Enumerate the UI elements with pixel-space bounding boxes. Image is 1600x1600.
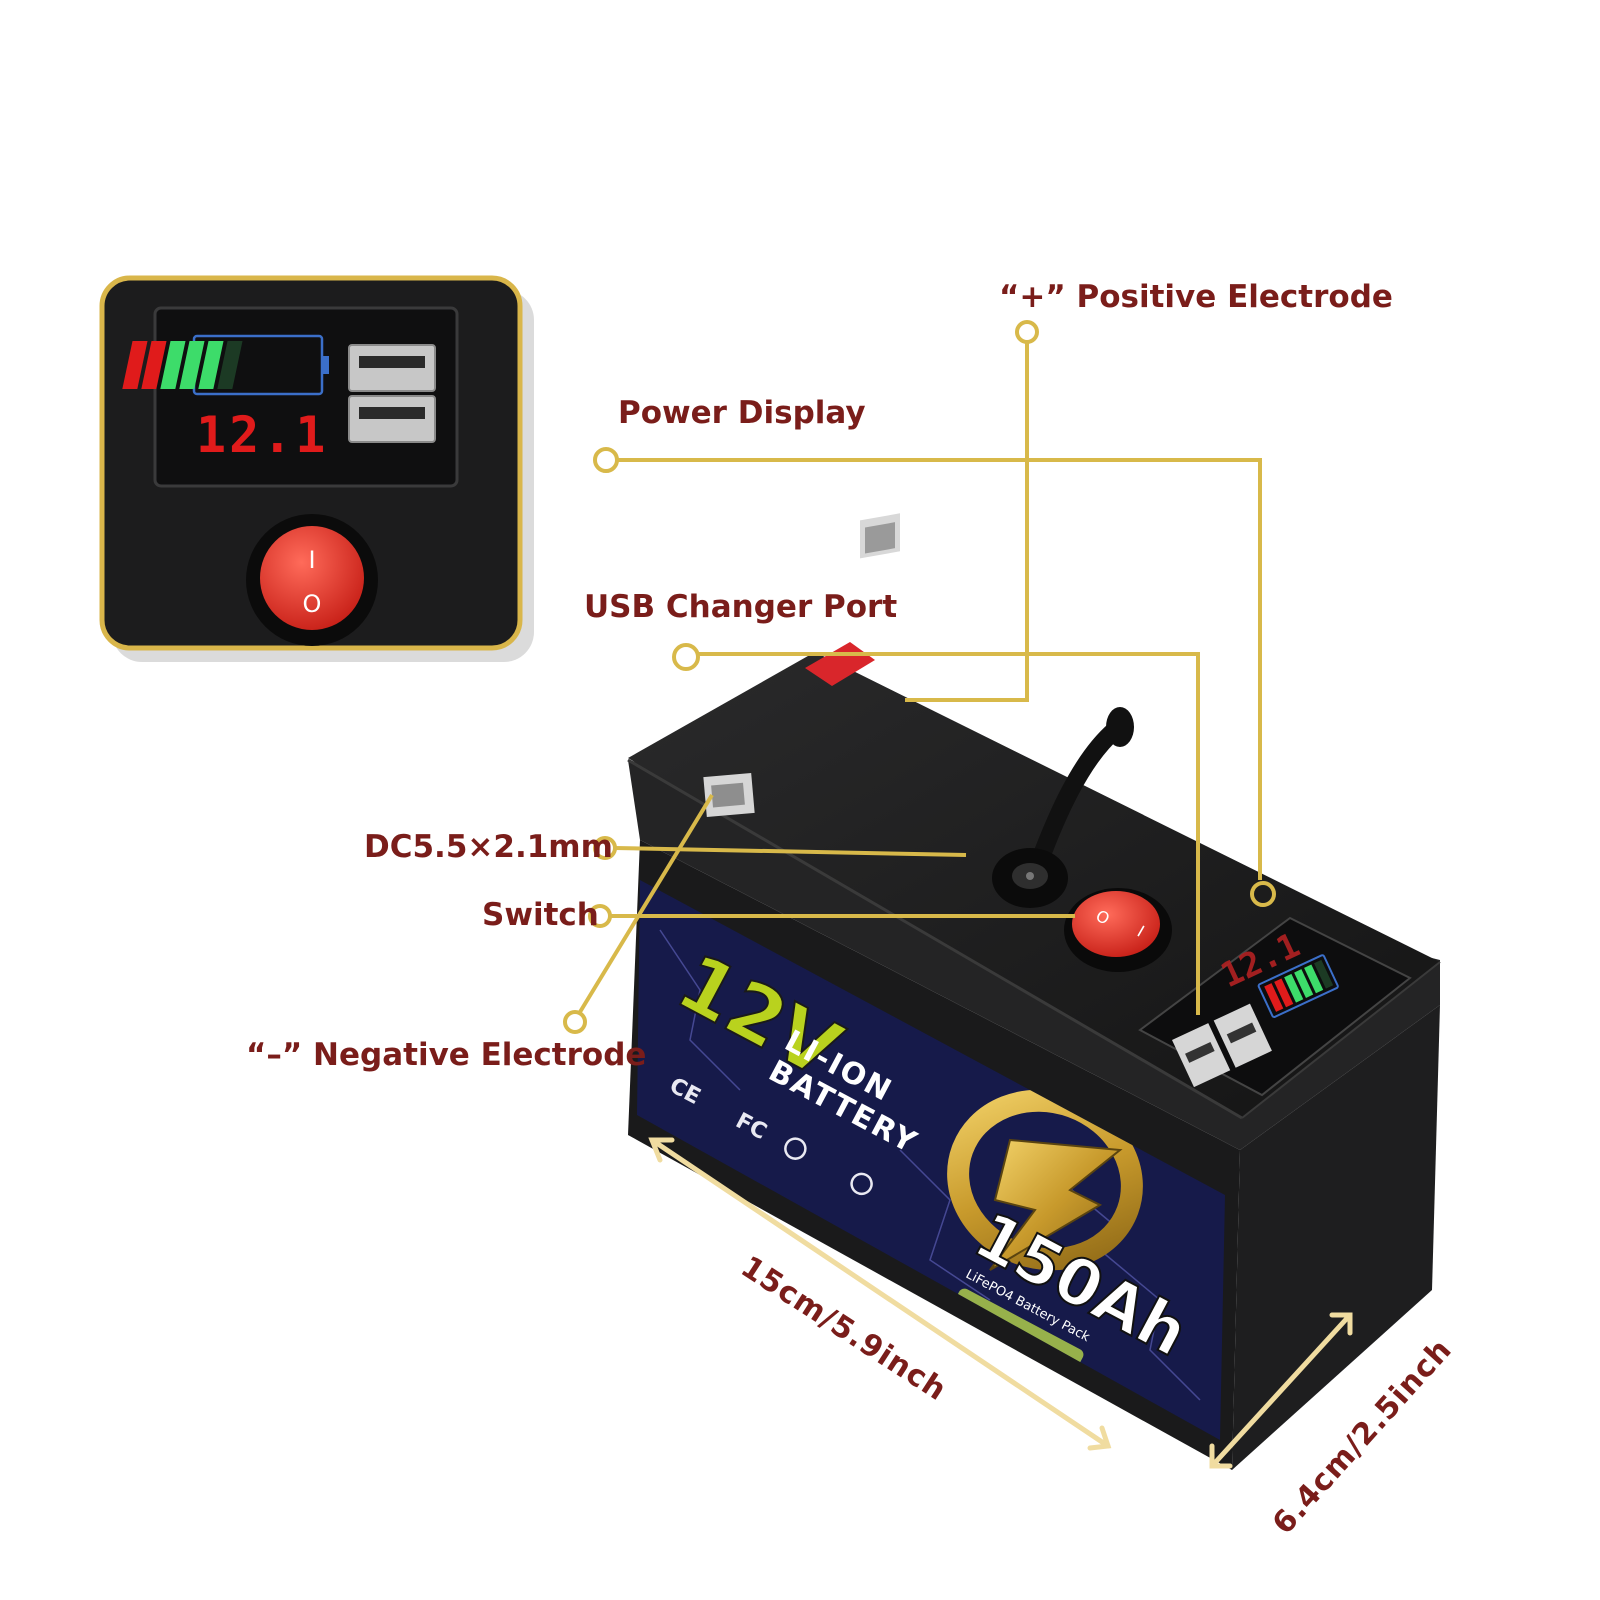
battery-level-bar bbox=[1264, 983, 1284, 1012]
inset-rocker-switch: I O bbox=[246, 514, 378, 646]
positive-leader bbox=[905, 342, 1029, 702]
negative-leader-dot bbox=[563, 1010, 587, 1034]
positive-leader-dot bbox=[1015, 320, 1039, 344]
length-arrow-head-end bbox=[1087, 1425, 1112, 1451]
rocker-switch: O I bbox=[1064, 888, 1172, 972]
battery-level-bar bbox=[1314, 959, 1334, 989]
battery-level-bar bbox=[1274, 978, 1294, 1008]
battery-level-bar bbox=[1304, 964, 1324, 994]
closeup-inset: 12.1 I O bbox=[99, 275, 534, 662]
rohs-icon bbox=[850, 1172, 873, 1196]
battery-level-bar bbox=[198, 341, 224, 389]
width-arrow-head-start bbox=[1209, 1443, 1233, 1469]
negative-electrode-label: “–” Negative Electrode bbox=[246, 1037, 647, 1073]
power-display-leader-dot bbox=[593, 447, 619, 473]
power-display-target-ring bbox=[1250, 881, 1276, 907]
inset-usb-ports bbox=[348, 344, 436, 443]
battery-level-bar bbox=[160, 341, 186, 389]
width-arrow-head-end bbox=[1329, 1312, 1353, 1336]
dc-port-label: DC5.5×2.1mm bbox=[364, 829, 613, 865]
positive-electrode-label: “+” Positive Electrode bbox=[999, 279, 1393, 315]
usb-port-label: USB Changer Port bbox=[584, 589, 898, 625]
inset-battery-gauge bbox=[122, 334, 329, 396]
recycle-icon bbox=[784, 1137, 807, 1160]
battery-level-bar bbox=[122, 341, 148, 389]
usb-leader-dot bbox=[672, 643, 700, 671]
battery-level-bar bbox=[1294, 969, 1314, 998]
dc-jack bbox=[992, 707, 1134, 908]
dimension-arrows bbox=[648, 1137, 1353, 1469]
dc-leader bbox=[614, 846, 967, 857]
battery-level-bar bbox=[217, 341, 243, 389]
leader-lines bbox=[563, 320, 1276, 1034]
negative-terminal bbox=[703, 772, 755, 818]
battery-level-bar bbox=[141, 341, 167, 389]
inset-switch-on-mark: I bbox=[308, 546, 315, 574]
width-arrow bbox=[1209, 1312, 1353, 1469]
inset-switch-off-mark: O bbox=[303, 590, 322, 618]
battery-level-bar bbox=[1284, 973, 1304, 1003]
length-arrow bbox=[649, 1137, 1111, 1449]
module-usb-ports bbox=[1172, 1003, 1272, 1088]
negative-leader bbox=[578, 793, 714, 1014]
switch-label: Switch bbox=[482, 897, 599, 933]
usb-leader bbox=[698, 652, 1200, 1015]
power-display-label: Power Display bbox=[618, 395, 866, 431]
power-display-leader bbox=[617, 458, 1262, 880]
battery-level-bar bbox=[179, 341, 205, 389]
length-arrow-head-start bbox=[648, 1137, 675, 1163]
display-module: 12.1 bbox=[1138, 916, 1412, 1097]
inset-voltage-readout: 12.1 bbox=[196, 406, 328, 464]
